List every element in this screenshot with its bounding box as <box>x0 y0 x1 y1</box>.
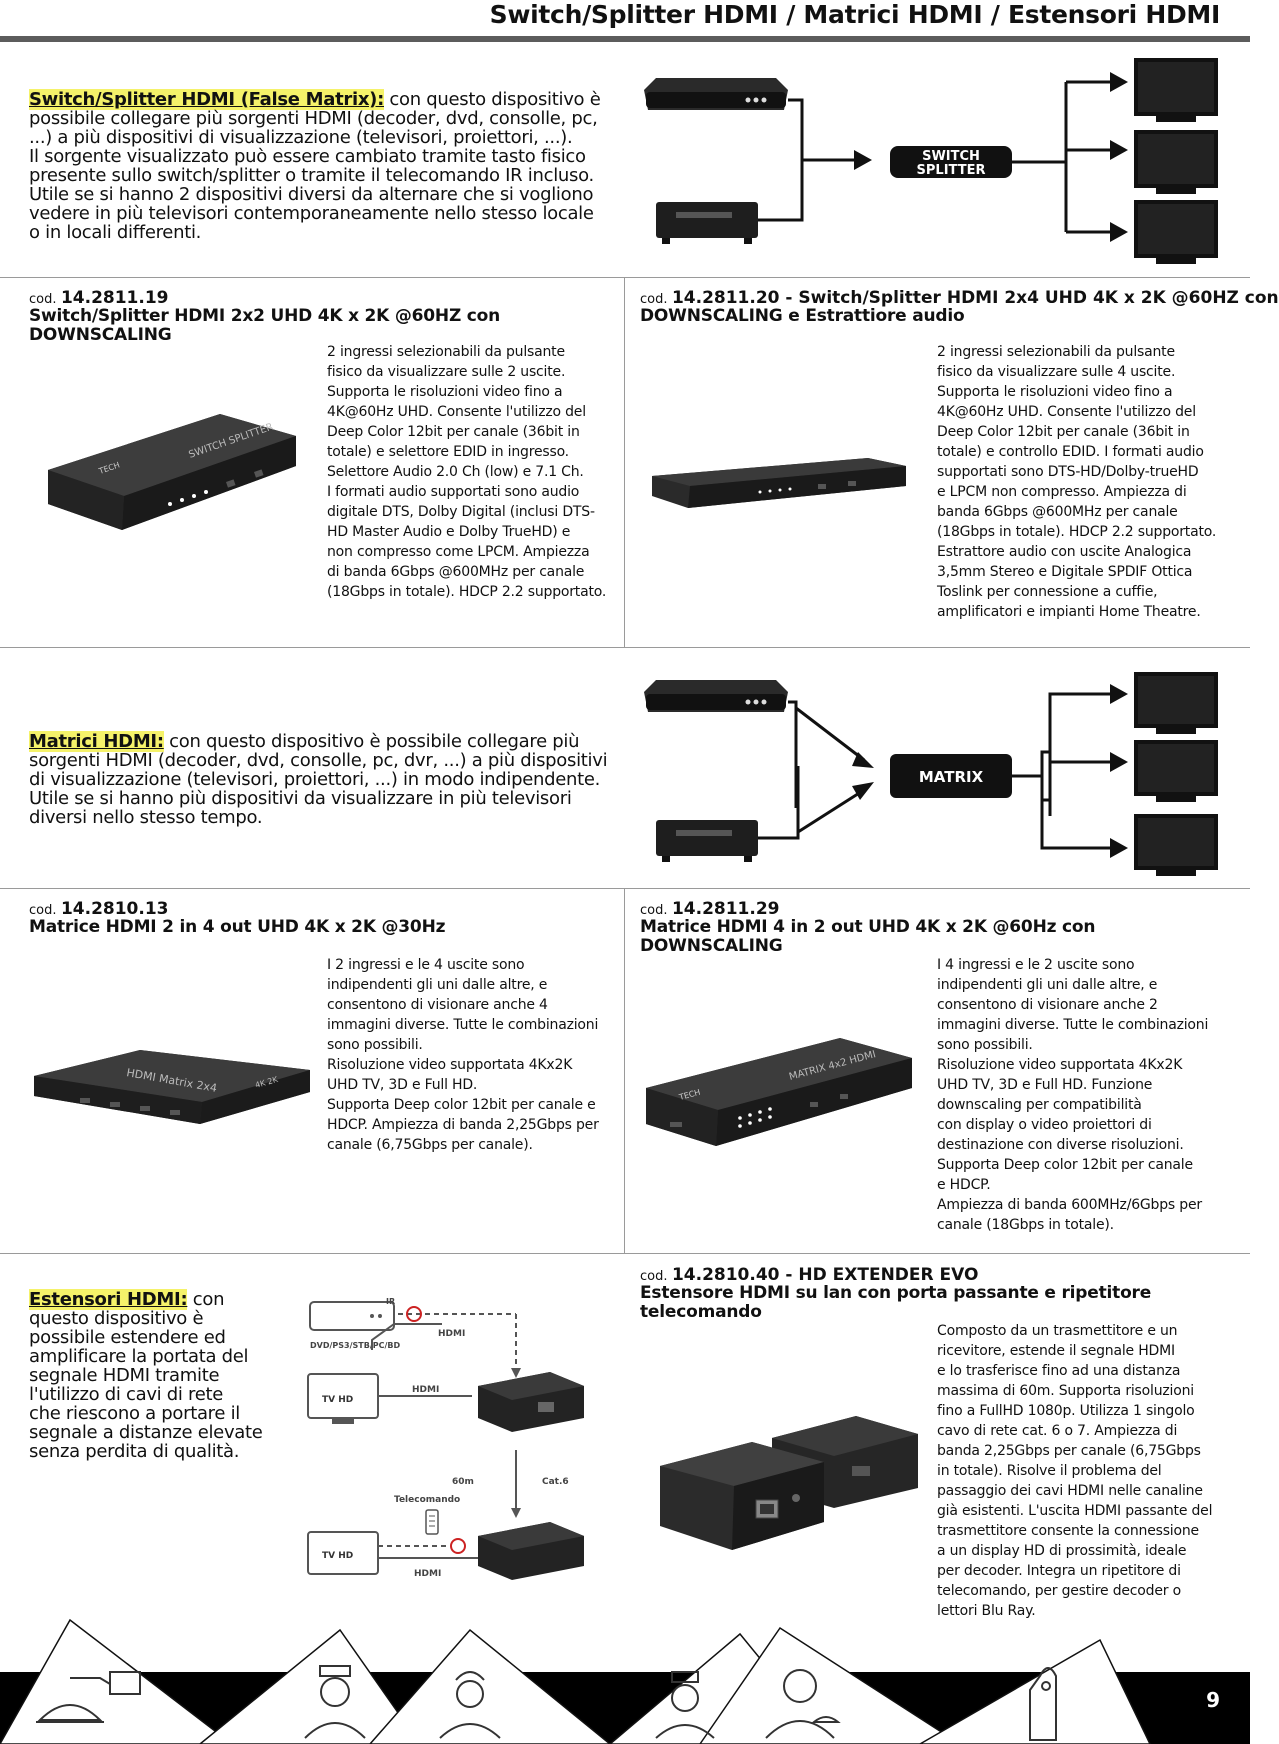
extender-intro: Estensori HDMI: con questo dispositivo è… <box>29 1289 263 1462</box>
matrix-2x4-product-image: HDMI Matrix 2x4 4K 2K <box>34 1050 310 1124</box>
svg-text:SWITCH: SWITCH <box>922 149 980 164</box>
product-title: Matrice HDMI 2 in 4 out UHD 4K x 2K @30H… <box>29 917 446 937</box>
svg-text:Telecomando: Telecomando <box>394 1495 460 1505</box>
separator <box>624 277 625 647</box>
svg-text:HDMI: HDMI <box>414 1569 441 1579</box>
svg-text:DVD/PS3/STB/PC/BD: DVD/PS3/STB/PC/BD <box>310 1341 401 1350</box>
extender-diagram: DVD/PS3/STB/PC/BD IR HDMI TV HD HDMI 60m… <box>307 1297 584 1580</box>
switch-intro: Switch/Splitter HDMI (False Matrix): con… <box>29 89 601 243</box>
receiver-icon <box>478 1522 584 1580</box>
separator <box>0 888 1250 889</box>
switch-2x2-product-image: SWITCH SPLITTER TECH <box>48 414 296 530</box>
separator <box>624 888 625 1253</box>
hd-extender-product-image <box>660 1416 918 1550</box>
dvd-player-icon <box>656 820 758 862</box>
separator <box>0 277 1250 278</box>
tv-icon <box>1134 814 1218 876</box>
transmitter-icon <box>478 1372 584 1432</box>
decoder-icon <box>644 78 788 110</box>
separator <box>0 1253 1250 1254</box>
extender-intro-term: Estensori HDMI: <box>29 1289 188 1310</box>
product-code: cod. 14.2811.20 - Switch/Splitter HDMI 2… <box>640 288 1279 308</box>
switch-splitter-diagram: SWITCH SPLITTER <box>644 58 1218 264</box>
tv-icon <box>307 1531 379 1575</box>
tv-icon <box>1134 740 1218 802</box>
page-title: Switch/Splitter HDMI / Matrici HDMI / Es… <box>489 0 1221 29</box>
product-title: Switch/Splitter HDMI 2x2 UHD 4K x 2K @60… <box>29 306 501 345</box>
product-title: DOWNSCALING e Estrattiore audio <box>640 306 965 326</box>
product-code: cod. 14.2810.13 <box>29 899 169 919</box>
dvd-player-icon <box>656 202 758 244</box>
tv-icon <box>1134 130 1218 194</box>
switch-2x4-product-image <box>652 458 906 508</box>
svg-text:SPLITTER: SPLITTER <box>917 163 986 178</box>
tv-icon <box>1134 200 1218 264</box>
svg-text:60m: 60m <box>452 1477 474 1487</box>
matrix-intro-term: Matrici HDMI: <box>29 731 164 752</box>
svg-text:IR: IR <box>386 1297 395 1306</box>
porter-icon <box>655 1671 715 1739</box>
decoder-icon <box>644 680 788 712</box>
product-code: cod. 14.2811.29 <box>640 899 780 919</box>
switch-splitter-label-box <box>890 146 1012 178</box>
switch-intro-term: Switch/Splitter HDMI (False Matrix): <box>29 89 384 110</box>
svg-text:HDMI: HDMI <box>438 1329 465 1339</box>
reception-bell-icon <box>36 1671 141 1723</box>
svg-text:TV HD: TV HD <box>322 1395 353 1405</box>
set-top-box-icon <box>309 1301 395 1331</box>
extender-front-unit <box>660 1442 824 1550</box>
tv-icon <box>1134 672 1218 734</box>
separator <box>0 647 1250 648</box>
matrix-intro: Matrici HDMI: con questo dispositivo è p… <box>29 731 608 828</box>
door-hanger-icon <box>1029 1667 1057 1741</box>
matrix-4x2-product-image: MATRIX 4x2 HDMI TECH <box>646 1038 912 1146</box>
product-code: cod. 14.2811.19 <box>29 288 169 308</box>
remote-icon <box>425 1509 439 1535</box>
tv-icon <box>1134 58 1218 122</box>
title-rule <box>0 36 1250 42</box>
receptionist-icon <box>765 1669 841 1739</box>
matrix-diagram: MATRIX <box>644 672 1218 876</box>
page-number: 9 <box>1206 1688 1220 1712</box>
product-title: Matrice HDMI 4 in 2 out UHD 4K x 2K @60H… <box>640 917 1096 956</box>
product-title: Estensore HDMI su lan con porta passante… <box>640 1283 1152 1322</box>
svg-text:HDMI: HDMI <box>412 1385 439 1395</box>
footer-triangles <box>0 1618 1151 1744</box>
product-code: cod. 14.2810.40 - HD EXTENDER EVO <box>640 1265 979 1285</box>
svg-text:TV HD: TV HD <box>322 1551 353 1561</box>
bellboy-icon <box>304 1665 366 1739</box>
svg-text:MATRIX: MATRIX <box>919 768 984 786</box>
matrix-label-box <box>890 754 1012 798</box>
svg-text:Cat.6: Cat.6 <box>542 1477 569 1487</box>
maid-icon <box>439 1671 501 1739</box>
